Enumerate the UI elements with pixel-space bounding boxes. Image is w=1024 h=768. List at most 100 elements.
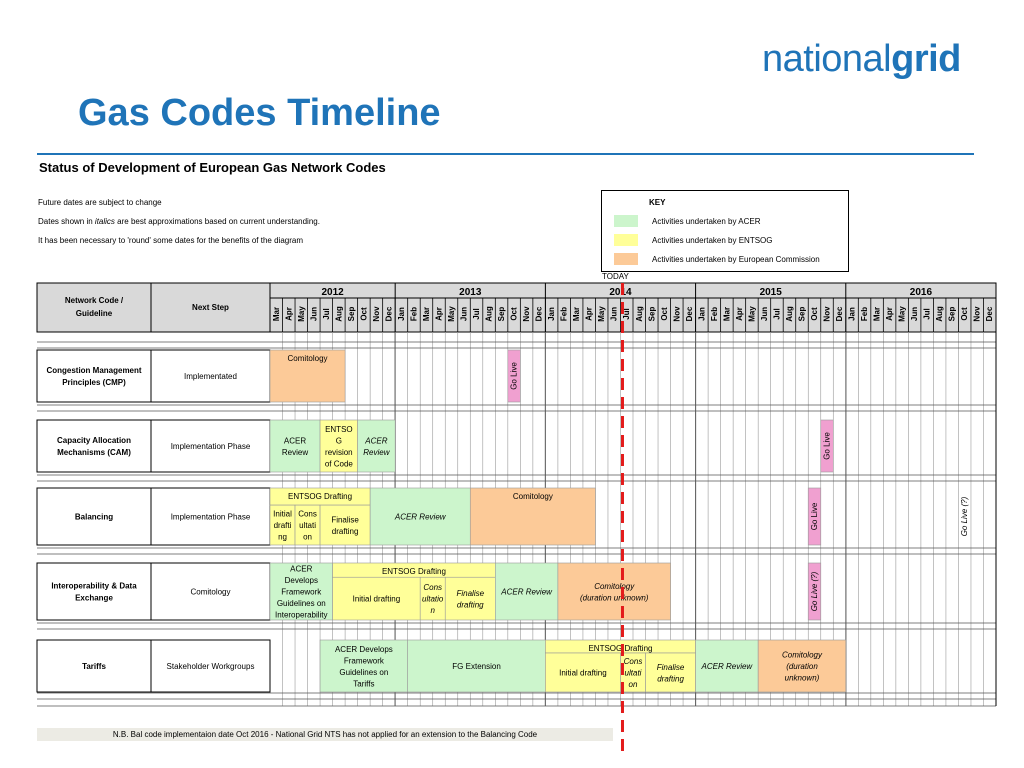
bar-ec	[269, 349, 346, 403]
bar-acer	[269, 419, 321, 473]
bar-label: drafti	[274, 521, 292, 530]
month-label: Sep	[497, 307, 506, 322]
next-step-value: Implementation Phase	[171, 513, 251, 522]
bar-acer	[369, 487, 471, 546]
bar-label: ACER Review	[500, 588, 553, 597]
next-step-value: Comitology	[190, 588, 230, 597]
bar-label: Initial drafting	[559, 669, 607, 678]
month-label: Nov	[372, 306, 381, 322]
bar-label: Review	[282, 448, 308, 457]
month-label: May	[297, 306, 306, 322]
month-label: Sep	[948, 307, 957, 322]
network-code-name: Capacity Allocation	[57, 436, 131, 445]
month-label: Jun	[610, 307, 619, 321]
month-label: May	[597, 306, 606, 322]
bar-golive	[807, 562, 822, 621]
bar-golive	[807, 487, 822, 546]
table-header-bg	[36, 282, 997, 333]
month-label: Feb	[409, 307, 418, 321]
note-future-dates: Future dates are subject to change	[38, 198, 162, 207]
bar-label: Interoperability	[275, 611, 327, 620]
bar-acer	[319, 639, 408, 693]
bar-label: ACER Develops	[335, 645, 393, 654]
bar-entsog	[645, 652, 696, 693]
key-label-entsog: Activities undertaken by ENTSOG	[652, 236, 773, 245]
bar-entsog	[319, 504, 371, 546]
month-label: Feb	[860, 307, 869, 321]
month-label: Dec	[835, 306, 844, 321]
key-swatch-acer	[614, 215, 638, 227]
bar-label: Review	[363, 448, 390, 457]
month-label: Jun	[760, 307, 769, 321]
month-label: Apr	[885, 307, 894, 321]
bar-label: ultati	[625, 669, 642, 678]
month-label: Apr	[284, 307, 293, 321]
bar-label: unknown)	[785, 674, 820, 683]
bar-label: ACER	[290, 565, 312, 574]
legend-key: KEY Activities undertaken by ACER Activi…	[601, 190, 849, 272]
year-label-2016: 2016	[910, 287, 933, 298]
bar-label: ENTSOG Drafting	[382, 567, 446, 576]
month-label: May	[747, 306, 756, 322]
month-label: Jul	[472, 308, 481, 320]
bar-label: Cons	[298, 510, 317, 519]
key-label-ec: Activities undertaken by European Commis…	[652, 255, 820, 264]
month-label: Oct	[359, 307, 368, 321]
bar-acer	[495, 562, 559, 621]
month-label: Jun	[460, 307, 469, 321]
month-label: Mar	[272, 307, 281, 321]
month-label: May	[447, 306, 456, 322]
logo-text-grid: grid	[891, 38, 961, 80]
bar-label: drafting	[657, 674, 684, 683]
go-live-label: Go Live	[810, 502, 819, 530]
logo-text-national: national	[762, 38, 892, 80]
month-label: Dec	[535, 306, 544, 321]
year-label-2014: 2014	[609, 287, 632, 298]
bar-label: Framework	[281, 588, 322, 597]
network-code-name: Principles (CMP)	[62, 378, 126, 387]
network-code-name: Tariffs	[82, 662, 106, 671]
month-label: Jun	[910, 307, 919, 321]
header-next-step: Next Step	[192, 303, 229, 312]
month-label: May	[898, 306, 907, 322]
next-step-value: Implementated	[184, 372, 237, 381]
bar-entsog	[332, 576, 421, 621]
bar-entsog	[545, 652, 621, 693]
row-label-box	[36, 562, 271, 621]
title-divider	[37, 153, 974, 155]
month-label: Jul	[772, 308, 781, 320]
month-label: Jan	[547, 307, 556, 321]
network-code-name: Mechanisms (CAM)	[57, 448, 131, 457]
row-label-box	[36, 419, 271, 473]
bar-label: Comitology	[782, 651, 823, 660]
month-label: Sep	[797, 307, 806, 322]
bar-label: ENTSO	[325, 425, 353, 434]
month-label: Jul	[923, 308, 932, 320]
bar-ec	[469, 487, 596, 546]
bar-label: ng	[278, 533, 287, 542]
month-label: Apr	[434, 307, 443, 321]
bar-golive	[820, 419, 834, 473]
bar-label: Cons	[624, 657, 643, 666]
month-label: Aug	[485, 306, 494, 322]
bar-label: Framework	[344, 656, 385, 665]
row-label-box	[36, 487, 271, 546]
month-label: Mar	[572, 307, 581, 321]
month-label: Sep	[347, 307, 356, 322]
bar-label: ENTSOG Drafting	[588, 644, 652, 653]
bar-label: Initial	[273, 510, 292, 519]
bar-label: on	[629, 680, 638, 689]
month-label: Sep	[647, 307, 656, 322]
note-italics-word: italics	[94, 217, 115, 226]
bar-entsog	[269, 504, 296, 546]
month-label: Oct	[660, 307, 669, 321]
month-label: Dec	[685, 306, 694, 321]
bar-label: Finalise	[331, 515, 359, 524]
month-label: Jun	[309, 307, 318, 321]
bar-label: (duration	[786, 662, 818, 671]
go-live-label: Go Live	[823, 432, 832, 460]
bar-acer	[357, 419, 396, 473]
month-label: Mar	[722, 307, 731, 321]
bar-label: ACER	[284, 436, 306, 445]
